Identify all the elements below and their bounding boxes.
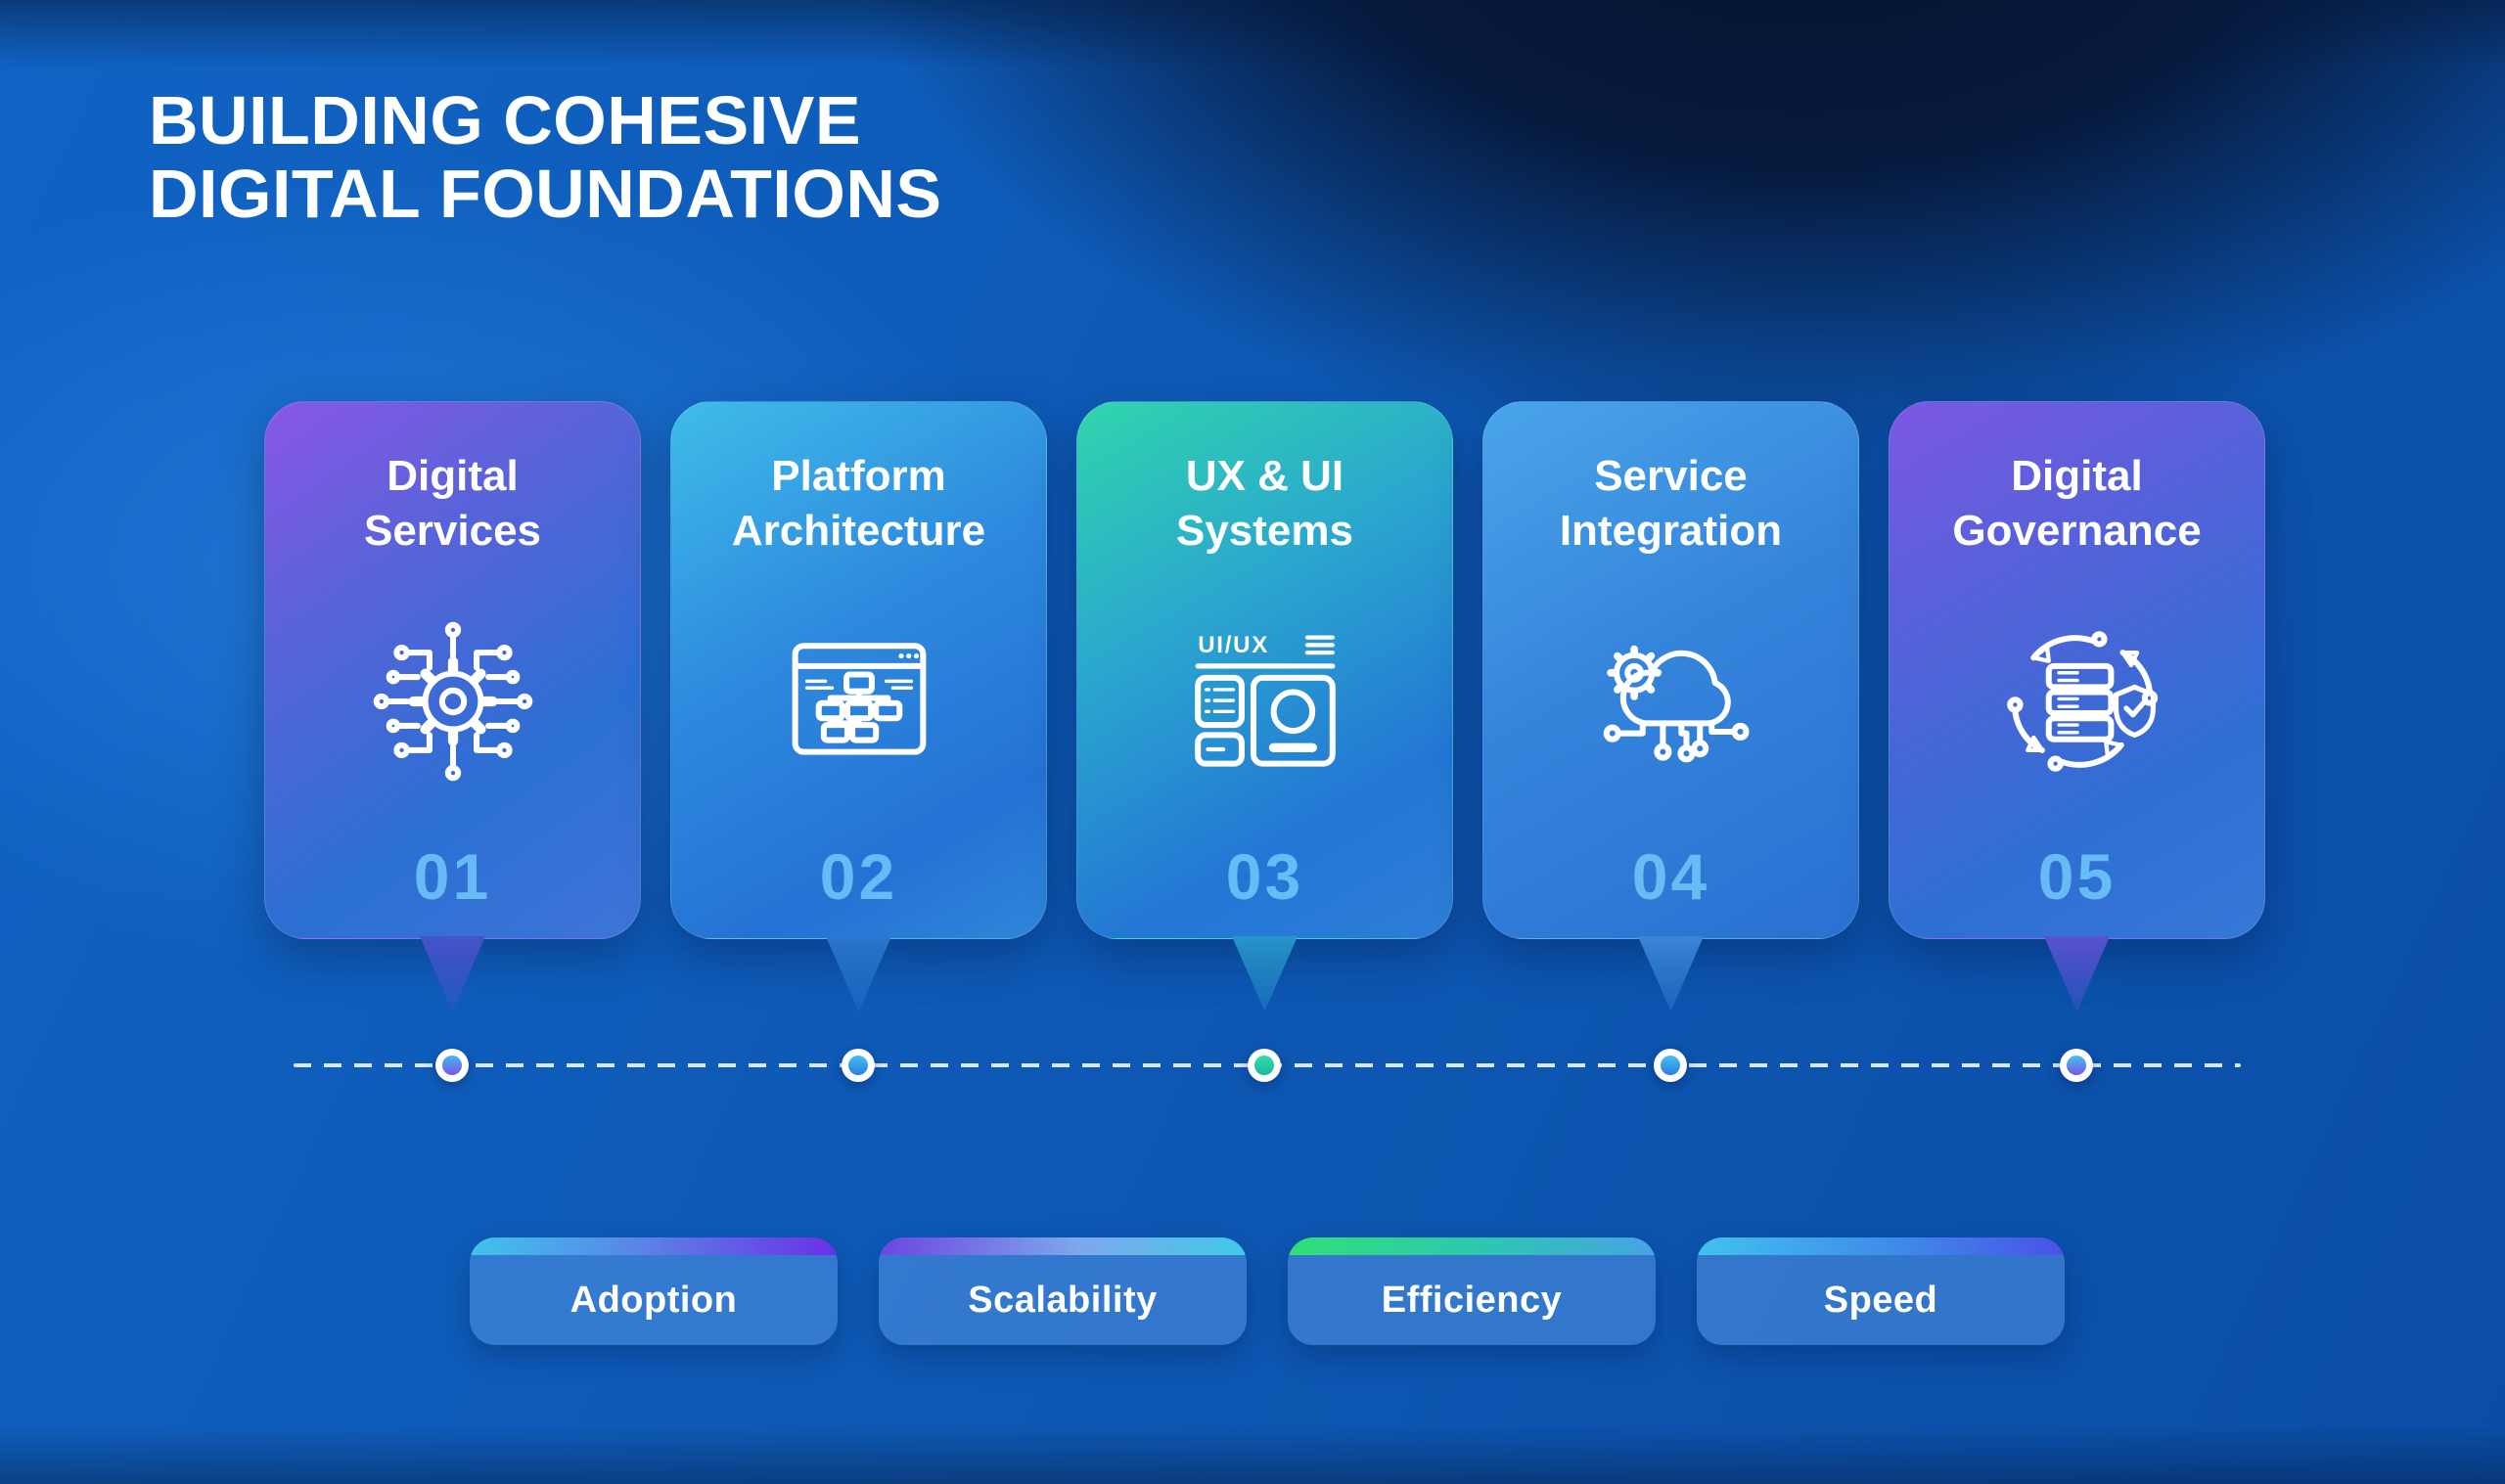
pill-label: Efficiency [1381,1279,1563,1321]
pill-accent-bar [1697,1237,2065,1255]
page-title: BUILDING COHESIVE DIGITAL FOUNDATIONS [149,82,942,232]
card-digital-services: Digital Services [264,401,641,1012]
pill-label: Speed [1823,1279,1938,1321]
timeline-dot-core [2067,1056,2086,1075]
stage-cards-row: Digital Services [264,401,2265,1012]
card-number: 01 [413,840,492,913]
pill-accent-bar [470,1237,838,1255]
pill-adoption: Adoption [470,1237,838,1345]
card-pointer [2043,936,2111,1012]
sitemap-window-icon [775,559,943,844]
gear-circuit-icon [369,559,537,844]
card-number: 05 [2037,840,2117,913]
pill-scalability: Scalability [879,1237,1247,1345]
benefit-pills-row: Adoption Scalability Efficiency Speed [470,1237,2065,1345]
timeline-dot-5 [2060,1049,2093,1082]
card-pointer [1637,936,1705,1012]
pill-accent-bar [879,1237,1247,1255]
timeline-dot-1 [435,1049,469,1082]
cloud-gear-icon [1587,559,1755,844]
timeline-dot-core [442,1056,462,1075]
pill-speed: Speed [1697,1237,2065,1345]
timeline-dot-core [848,1056,868,1075]
pill-label: Adoption [569,1279,738,1321]
timeline-dot-core [1661,1056,1680,1075]
card-title: Platform Architecture [731,452,986,555]
timeline-dot-4 [1654,1049,1687,1082]
card-title: Digital Governance [1952,452,2202,555]
timeline-dot-core [1254,1056,1274,1075]
card-title: UX & UI Systems [1175,452,1353,555]
card-service-integration: Service Integration [1482,401,1859,1012]
card-title: Digital Services [363,452,542,555]
card-number: 03 [1225,840,1304,913]
card-ux-ui-systems: UX & UI Systems UI/UX [1076,401,1453,1012]
uiux-icon-label: UI/UX [1198,632,1269,658]
pill-accent-bar [1288,1237,1656,1255]
card-digital-governance: Digital Governance [1889,401,2265,1012]
card-number: 04 [1631,840,1710,913]
card-pointer [825,936,892,1012]
timeline-dot-3 [1248,1049,1281,1082]
card-platform-architecture: Platform Architecture [670,401,1047,1012]
pill-label: Scalability [968,1279,1158,1321]
uiux-wireframe-icon: UI/UX [1181,559,1349,844]
timeline-dot-2 [842,1049,875,1082]
card-title: Service Integration [1559,452,1783,555]
card-pointer [1231,936,1298,1012]
card-number: 02 [819,840,898,913]
pill-efficiency: Efficiency [1288,1237,1656,1345]
server-shield-sync-icon [1993,559,2162,844]
card-pointer [419,936,486,1012]
